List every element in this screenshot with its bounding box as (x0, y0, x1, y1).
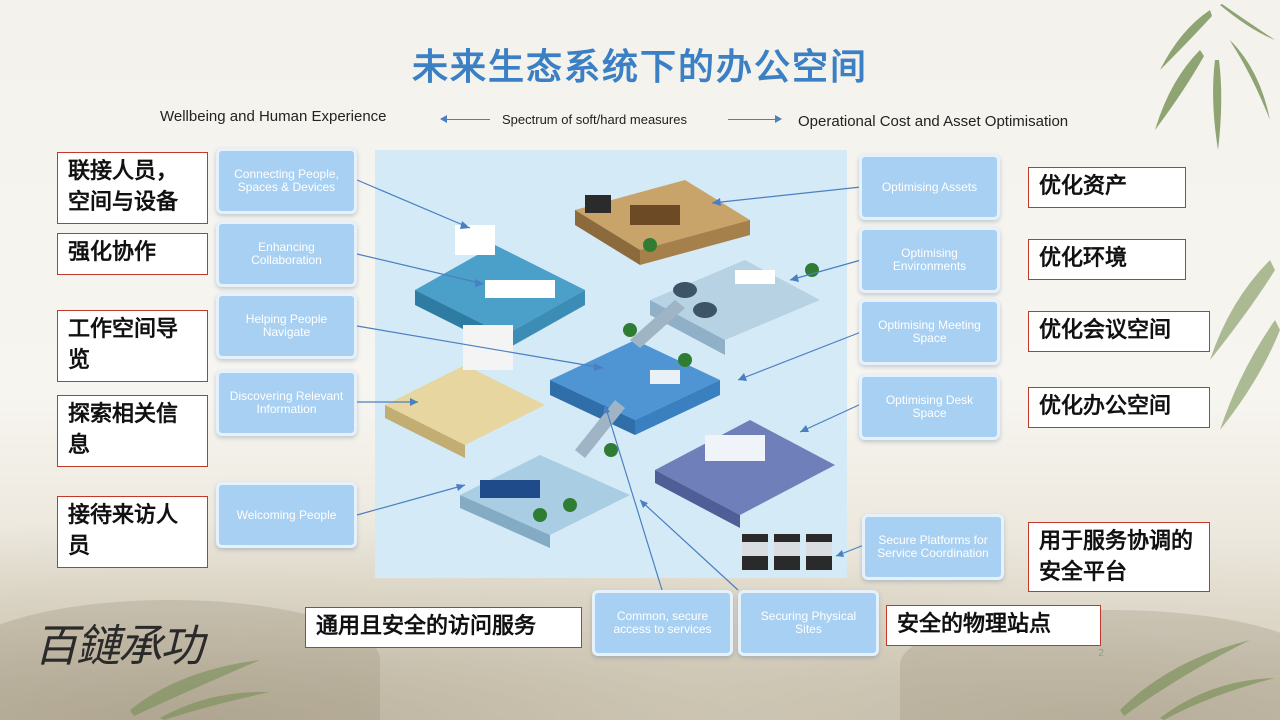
box-discovering: Discovering Relevant Information (216, 370, 357, 436)
box-navigate: Helping People Navigate (216, 293, 357, 359)
cn-label-environments: 优化环境 (1028, 239, 1186, 280)
office-illustration (375, 150, 847, 578)
box-meeting: Optimising Meeting Space (859, 299, 1000, 365)
cn-label-assets: 优化资产 (1028, 167, 1186, 208)
isometric-office-graphic (375, 150, 847, 578)
cn-label-secure-platforms: 用于服务协调的安全平台 (1028, 522, 1210, 592)
box-secure-platforms: Secure Platforms for Service Coordinatio… (862, 514, 1004, 580)
page-number: 2 (1098, 648, 1104, 659)
cn-label-meeting: 优化会议空间 (1028, 311, 1210, 352)
spectrum-middle-label: Spectrum of soft/hard measures (502, 112, 687, 127)
spectrum-right-label: Operational Cost and Asset Optimisation (798, 113, 1068, 130)
box-physical-sites: Securing Physical Sites (738, 590, 879, 656)
cn-label-desk: 优化办公空间 (1028, 387, 1210, 428)
cn-label-navigate: 工作空间导览 (57, 310, 208, 382)
cn-label-connecting: 联接人员，空间与设备 (57, 152, 208, 224)
calligraphy-logo: 百鏈承功 (34, 610, 202, 674)
box-environments: Optimising Environments (859, 227, 1000, 293)
cn-label-welcoming: 接待来访人员 (57, 496, 208, 568)
box-connecting: Connecting People, Spaces & Devices (216, 148, 357, 214)
cn-label-discovering: 探索相关信息 (57, 395, 208, 467)
box-collaboration: Enhancing Collaboration (216, 221, 357, 287)
printer-icon (740, 528, 835, 572)
box-welcoming: Welcoming People (216, 482, 357, 548)
page-title: 未来生态系统下的办公空间 (0, 38, 1280, 90)
bamboo-decoration (1100, 600, 1280, 720)
cn-label-physical-sites: 安全的物理站点 (886, 605, 1101, 646)
spectrum-left-arrow (442, 119, 490, 120)
spectrum-right-arrow (728, 119, 780, 120)
box-assets: Optimising Assets (859, 154, 1000, 220)
cn-label-common-access: 通用且安全的访问服务 (305, 607, 582, 648)
cn-label-collaboration: 强化协作 (57, 233, 208, 275)
box-desk: Optimising Desk Space (859, 374, 1000, 440)
spectrum-left-label: Wellbeing and Human Experience (160, 108, 387, 125)
box-common-access: Common, secure access to services (592, 590, 733, 656)
